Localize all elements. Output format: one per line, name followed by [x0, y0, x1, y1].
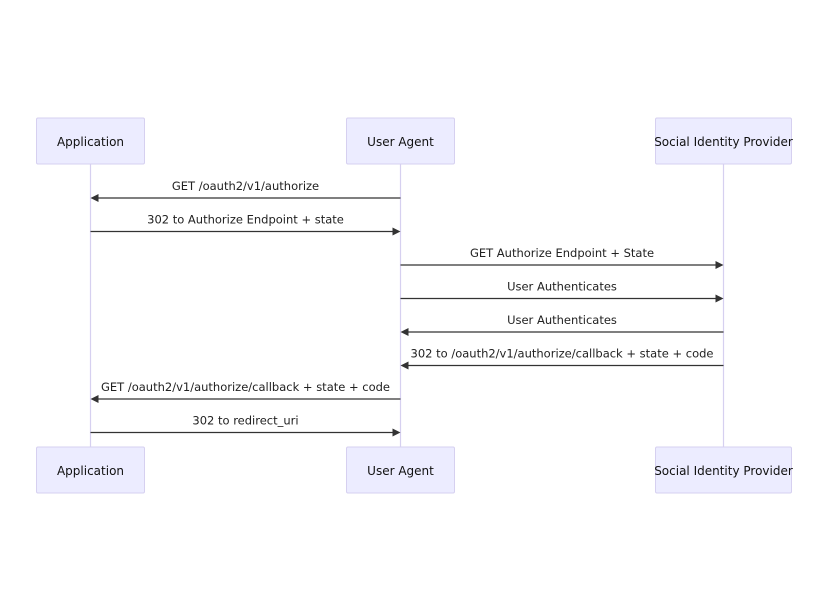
message-5: User Authenticates	[400, 313, 724, 336]
arrowhead	[400, 361, 409, 370]
actor-app-top: Application	[36, 117, 145, 165]
message-label: 302 to redirect_uri	[192, 414, 298, 428]
messages: GET /oauth2/v1/authorize 302 to Authorize…	[90, 179, 724, 437]
arrowhead	[715, 261, 724, 269]
actor-sip-bottom: Social Identity Provider	[654, 446, 793, 494]
arrowhead	[400, 328, 409, 336]
arrowhead	[715, 294, 724, 303]
arrowhead	[392, 227, 401, 236]
actor-label: Application	[57, 135, 124, 149]
actor-label: User Agent	[367, 464, 434, 478]
actor-ua-bottom: User Agent	[346, 446, 455, 494]
actor-label: Social Identity Provider	[654, 135, 793, 149]
actor-label: Application	[57, 464, 124, 478]
actor-label: Social Identity Provider	[654, 464, 793, 478]
arrowhead	[90, 194, 99, 202]
message-3: GET Authorize Endpoint + State	[400, 246, 724, 269]
actors-bottom: Application User Agent Social Identity Pro…	[36, 446, 793, 494]
message-1: GET /oauth2/v1/authorize	[90, 179, 401, 202]
message-label: GET Authorize Endpoint + State	[470, 246, 654, 260]
message-2: 302 to Authorize Endpoint + state	[90, 213, 401, 236]
actor-box	[36, 446, 145, 494]
message-label: GET /oauth2/v1/authorize/callback + stat…	[101, 380, 390, 394]
message-7: GET /oauth2/v1/authorize/callback + stat…	[90, 380, 401, 403]
actor-box	[346, 446, 455, 494]
actor-box	[36, 117, 145, 165]
lifelines	[89, 164, 725, 447]
actor-label: User Agent	[367, 135, 434, 149]
arrowhead	[392, 428, 401, 437]
message-6: 302 to /oauth2/v1/authorize/callback + s…	[400, 347, 724, 370]
actor-app-bottom: Application	[36, 446, 145, 494]
actor-ua-top: User Agent	[346, 117, 455, 165]
message-label: User Authenticates	[507, 280, 617, 294]
arrowhead	[90, 395, 99, 403]
actor-box	[655, 117, 792, 165]
actor-sip-top: Social Identity Provider	[654, 117, 793, 165]
message-4: User Authenticates	[400, 280, 724, 303]
message-label: User Authenticates	[507, 313, 617, 327]
message-8: 302 to redirect_uri	[90, 414, 401, 437]
message-label: GET /oauth2/v1/authorize	[172, 179, 319, 193]
message-label: 302 to Authorize Endpoint + state	[147, 213, 344, 227]
actor-box	[655, 446, 792, 494]
message-label: 302 to /oauth2/v1/authorize/callback + s…	[411, 347, 714, 361]
actors-top: Application User Agent Social Identity Pro…	[36, 117, 793, 165]
actor-box	[346, 117, 455, 165]
